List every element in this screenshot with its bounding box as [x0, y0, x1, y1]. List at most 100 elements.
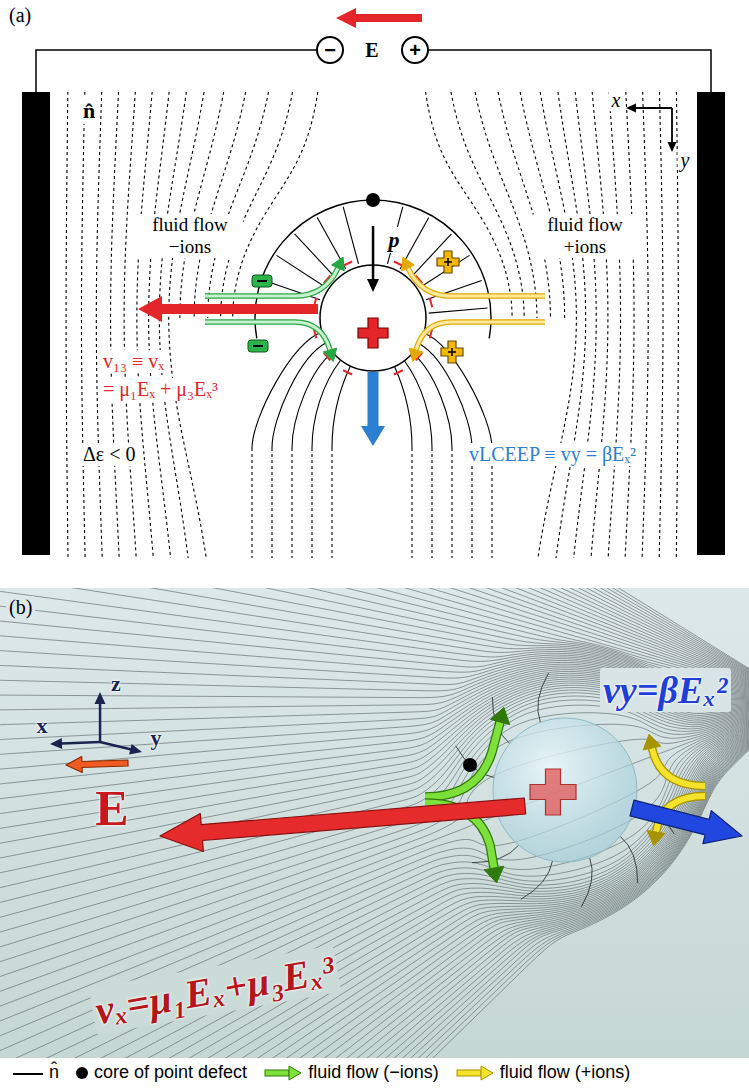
particle-charge: [358, 318, 388, 348]
ion-flow-arrow-head: [332, 257, 345, 271]
legend-item: core of point defect: [75, 1062, 247, 1083]
defect-core: [463, 758, 477, 772]
legend-arrow: [289, 1066, 301, 1080]
legend-line: [13, 1073, 43, 1075]
velocity-arrow: [138, 296, 318, 322]
axis-label: z: [111, 671, 121, 697]
legend-item: fluid flow (−ions): [263, 1062, 439, 1083]
surface-charge: [430, 298, 433, 308]
director-line: [429, 308, 488, 313]
director-streamline: [0, 700, 749, 1058]
panel-label: (a): [6, 4, 34, 27]
positive-ion: [448, 348, 456, 356]
axis-arrow: [668, 108, 677, 152]
panel-label: (b): [6, 596, 35, 619]
director-streamline: [0, 700, 749, 995]
panel-ground: [0, 0, 749, 588]
director-streamline: [0, 700, 749, 1058]
ion-flow-arrow: [408, 268, 545, 296]
ion-flow-arrow: [416, 322, 545, 350]
ion-flow-arrow-head: [643, 734, 661, 750]
wire: [420, 50, 711, 92]
flow-label: fluid flow +ions: [532, 214, 638, 258]
field-arrow: [66, 757, 128, 773]
defect-core: [366, 193, 380, 207]
director-line: [556, 92, 586, 558]
particle-sphere: [493, 718, 637, 862]
director-line: [608, 92, 620, 558]
director-line: [574, 92, 597, 558]
director-line: [520, 92, 564, 318]
director-line: [538, 673, 549, 722]
director-line: [538, 92, 576, 558]
axis-label: x: [609, 89, 624, 112]
director-line: [272, 343, 326, 448]
axis-label: x: [37, 713, 48, 739]
legend-text: fluid flow (+ions): [500, 1062, 631, 1083]
velocity-equation: vy=βEₓ²: [600, 668, 731, 712]
director-line: [404, 361, 432, 448]
legend-swatch: [455, 1064, 495, 1082]
director-line: [159, 92, 188, 558]
director-line: [66, 92, 68, 558]
positive-ion: [441, 341, 463, 363]
director-line: [331, 448, 332, 558]
director-line: [312, 360, 341, 448]
director-streamline: [0, 700, 749, 1058]
director-streamline: [0, 700, 749, 950]
panel-a-art: [22, 8, 725, 558]
director-streamline: [0, 700, 749, 1058]
ion-flow-arrow-head: [409, 348, 422, 361]
legend-text: core of point defect: [94, 1062, 247, 1083]
surface-charge: [394, 262, 403, 266]
surface-charge: [394, 370, 403, 374]
dipole-arrow: [367, 226, 379, 292]
electrode-plate: [697, 92, 725, 555]
ion-flow-arrow-head: [647, 831, 665, 846]
ion-flow-arrow-head: [323, 348, 336, 361]
director-line: [395, 366, 412, 448]
director-line: [431, 448, 432, 558]
director-streamline: [0, 700, 749, 1058]
axis-label: y: [678, 149, 693, 172]
director-streamline: [0, 700, 749, 935]
vector-label: p: [386, 227, 403, 253]
terminal-circle: −: [316, 36, 344, 64]
director-streamline: [0, 700, 749, 1058]
director-line: [642, 92, 648, 558]
director-line: [426, 92, 512, 318]
director-streamline: [0, 700, 749, 1058]
director-line: [343, 207, 358, 264]
director-line: [124, 92, 136, 558]
director-line: [659, 92, 663, 558]
ion-flow-arrow-head: [484, 866, 504, 883]
director-line: [620, 836, 637, 883]
ion-flow-arrow: [408, 268, 545, 296]
electrode-plate: [22, 92, 50, 555]
director-line: [169, 92, 206, 558]
director-streamline: [0, 668, 749, 725]
ion-flow-arrow: [425, 722, 500, 797]
field-arrow: [336, 8, 422, 28]
legend-arrow: [265, 1070, 289, 1076]
director-streamline: [0, 700, 749, 1025]
legend-item: n̂: [12, 1062, 59, 1083]
legend: n̂ core of point defect fluid flow (−ions)…: [12, 1062, 630, 1083]
director-line: [291, 448, 292, 558]
director-label: n̂: [80, 98, 98, 124]
director-streamline: [0, 700, 749, 1058]
field-label: E: [95, 779, 128, 837]
axis-arrow: [100, 741, 142, 755]
director-line: [411, 448, 412, 558]
axis-arrow: [95, 692, 106, 742]
director-streamline: [0, 700, 749, 1058]
anisotropy-note: Δε < 0: [80, 443, 139, 466]
director-line: [81, 92, 85, 558]
surface-charge: [343, 370, 352, 374]
director-line: [137, 92, 153, 558]
director-line: [419, 344, 472, 448]
velocity-equation: v₁₃ ≡ vₓ: [100, 350, 167, 373]
terminal-sign: −: [324, 40, 336, 60]
